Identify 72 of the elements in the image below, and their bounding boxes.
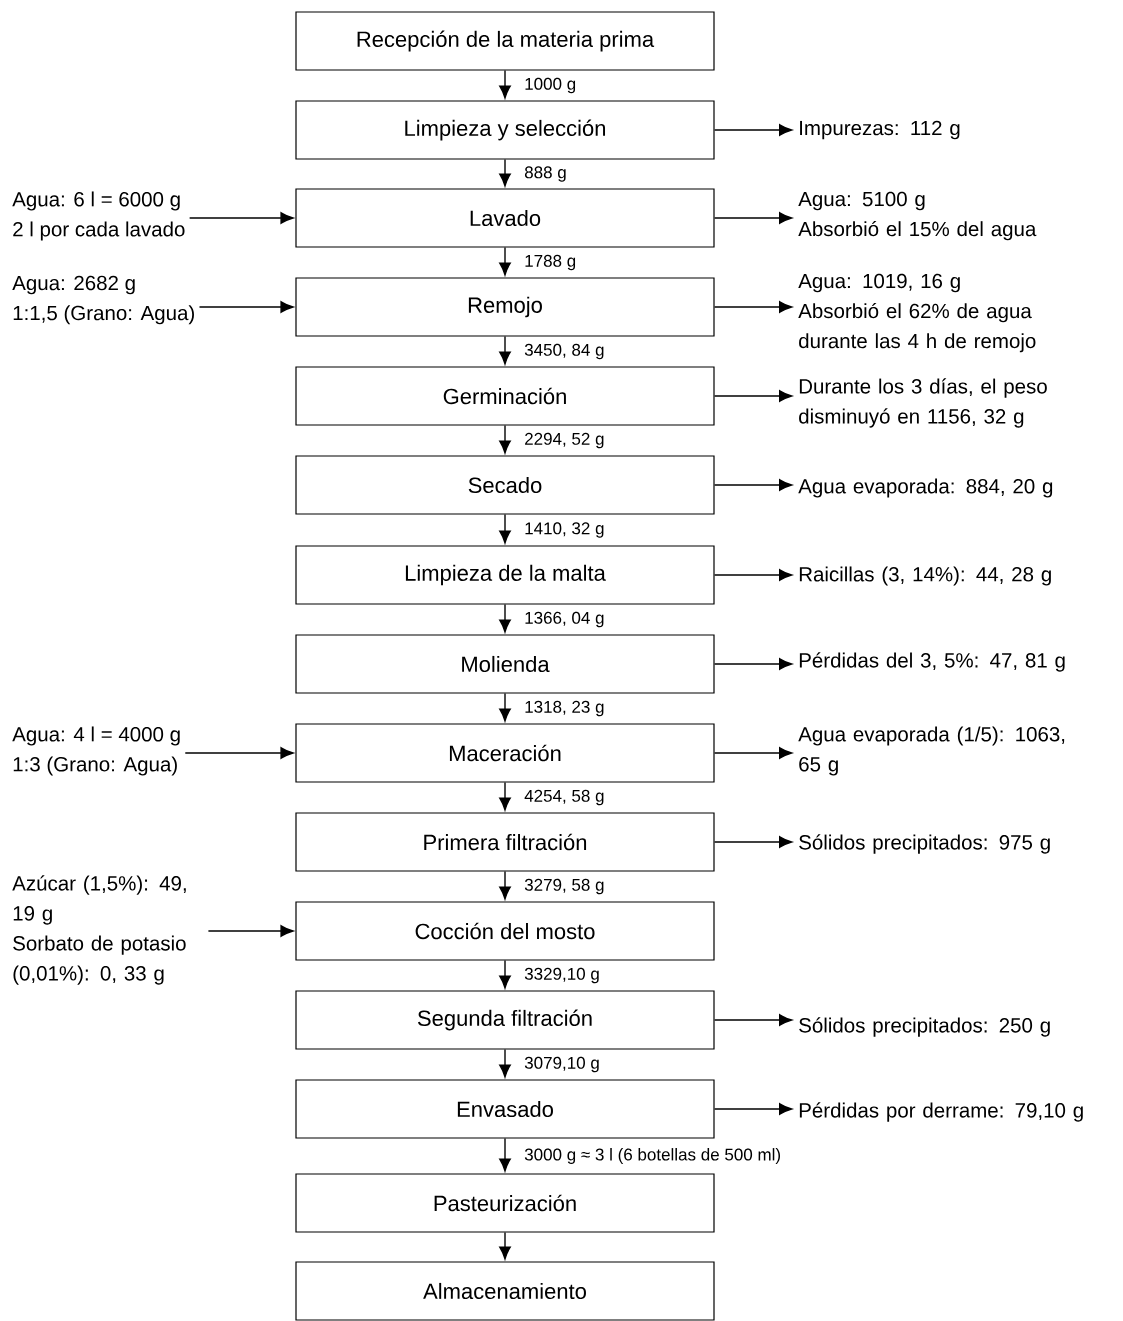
process-box: Pasteurización: [295, 1173, 715, 1233]
process-box: Remojo: [295, 277, 715, 337]
edge-label: 3329,10 g: [523, 966, 601, 985]
process-box: Maceración: [295, 723, 715, 783]
arrow: [713, 658, 793, 670]
arrow: [499, 1048, 511, 1078]
process-box: Lavado: [295, 188, 715, 248]
flow-note: Pérdidas por derrame: 79,10 g: [799, 1102, 1083, 1122]
process-box: Limpieza de la malta: [295, 545, 715, 605]
arrow: [713, 124, 793, 136]
arrow: [713, 569, 793, 581]
arrow: [499, 1231, 511, 1260]
arrow: [713, 479, 793, 491]
arrow: [713, 1014, 793, 1026]
flow-note: Pérdidas del 3, 5%: 47, 81 g: [799, 652, 1065, 672]
arrow: [499, 335, 511, 365]
flow-note: Agua evaporada: 884, 20 g: [798, 478, 1053, 498]
process-box: Envasado: [295, 1079, 715, 1139]
flow-note: Durante los 3 días, el peso disminuyó en 1156, 32 g: [799, 378, 1047, 428]
process-box: Molienda: [295, 634, 715, 694]
process-box: Germinación: [295, 366, 715, 426]
arrow: [499, 781, 511, 811]
edge-label: 1410, 32 g: [523, 521, 606, 539]
process-box: Secado: [295, 455, 715, 515]
edge-label: 1318, 23 g: [523, 699, 606, 718]
edge-label: 3000 g ≈ 3 l (6 botellas de 500 ml): [523, 1147, 783, 1165]
flow-note: Raicillas (3, 14%): 44, 28 g: [799, 566, 1051, 586]
edge-label: 3450, 84 g: [523, 342, 606, 361]
arrow: [184, 747, 294, 759]
arrow: [499, 158, 511, 187]
arrow: [499, 692, 511, 722]
flow-note: Agua: 5100 g Absorbió el 15% del agua: [798, 191, 1037, 241]
edge-label: 3079,10 g: [523, 1055, 601, 1074]
arrow: [188, 212, 294, 224]
flow-note: Sólidos precipitados: 975 g: [799, 834, 1050, 854]
arrow: [713, 1103, 793, 1115]
flow-note: Agua: 4 l = 4000 g 1:3 (Grano: Agua): [12, 726, 180, 776]
edge-label: 1788 g: [523, 253, 578, 272]
edge-label: 2294, 52 g: [523, 431, 606, 450]
arrow: [499, 959, 511, 989]
flow-note: Agua: 1019, 16 g Absorbió el 62% de agua durante las 4 h de remojo: [798, 273, 1036, 353]
arrow: [713, 836, 793, 848]
arrow: [499, 870, 511, 900]
edge-label: 1366, 04 g: [523, 610, 606, 629]
arrow: [207, 925, 294, 937]
flow-note: Impurezas: 112 g: [800, 120, 960, 140]
arrow: [713, 212, 793, 224]
arrow: [198, 301, 294, 313]
process-box: Limpieza y selección: [295, 100, 715, 160]
process-box: Segunda filtración: [295, 990, 715, 1050]
arrow: [713, 747, 793, 759]
process-box: Primera filtración: [295, 812, 715, 872]
process-box: Cocción del mosto: [295, 901, 715, 961]
arrow: [499, 1137, 511, 1172]
arrow: [713, 390, 793, 402]
arrow: [499, 603, 511, 633]
arrow: [713, 301, 793, 313]
edge-label: 1000 g: [523, 76, 578, 95]
flow-note: Agua: 2682 g 1:1,5 (Grano: Agua): [12, 275, 194, 325]
flow-note: Sólidos precipitados: 250 g: [799, 1017, 1050, 1037]
arrow: [499, 69, 511, 99]
edge-label: 4254, 58 g: [523, 788, 606, 807]
process-box: Almacenamiento: [295, 1261, 715, 1321]
flow-note: Agua evaporada (1/5): 1063, 65 g: [798, 726, 1065, 776]
arrow: [499, 246, 511, 276]
edge-label: 3279, 58 g: [523, 877, 606, 896]
process-box: Recepción de la materia prima: [295, 11, 715, 71]
arrow: [499, 424, 511, 454]
arrow: [499, 513, 511, 544]
flow-note: Agua: 6 l = 6000 g 2 l por cada lavado: [12, 191, 185, 241]
edge-label: 888 g: [523, 165, 568, 183]
flow-note: Azúcar (1,5%): 49, 19 g Sorbato de potasio (0,01%): 0, 33 g: [12, 875, 186, 985]
